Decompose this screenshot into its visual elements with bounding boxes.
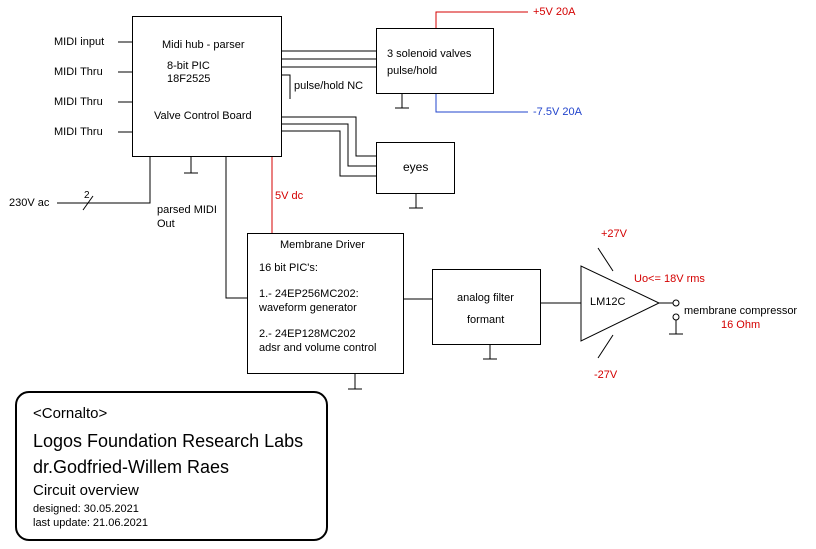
driver-item1-role: waveform generator	[259, 302, 357, 314]
wire-count-label: 2	[84, 190, 90, 201]
organization-name: Logos Foundation Research Labs	[33, 431, 304, 451]
power-input-wire	[57, 157, 151, 204]
driver-item1-part: 1.- 24EP256MC202:	[259, 288, 359, 300]
valves-line1: 3 solenoid valves	[387, 48, 472, 60]
compressor-label: membrane compressor	[684, 305, 798, 317]
title-block: <Cornalto> Logos Foundation Research Lab…	[15, 391, 328, 541]
last-update-date: last update: 21.06.2021	[33, 517, 148, 529]
negative-supply-wire	[435, 94, 528, 113]
membrane-driver-box: Membrane Driver 16 bit PIC's: 1.- 24EP25…	[247, 233, 404, 374]
analog-filter-box: analog filter formant	[432, 269, 541, 345]
hub-title: Midi hub - parser	[162, 39, 245, 51]
designed-date: designed: 30.05.2021	[33, 503, 139, 515]
negative-rail-label: -27V	[594, 369, 618, 381]
midi-thru-label-2: MIDI Thru	[54, 96, 103, 108]
midi-input-label: MIDI input	[54, 36, 105, 48]
compressor-impedance: 16 Ohm	[721, 319, 761, 331]
valves-line2: pulse/hold	[387, 65, 438, 77]
filter-line1: analog filter	[457, 292, 514, 304]
solenoid-valves-box: 3 solenoid valves pulse/hold	[376, 28, 494, 94]
driver-item2-part: 2.- 24EP128MC202	[259, 328, 356, 340]
power-input-label: 230V ac	[9, 197, 50, 209]
parsed-midi-line1: parsed MIDI	[157, 204, 217, 216]
5v-dc-label: 5V dc	[275, 190, 304, 202]
eyes-box: eyes	[376, 142, 455, 194]
amplifier-symbol	[580, 265, 661, 342]
positive-supply-label: +5V 20A	[533, 6, 576, 18]
author-name: dr.Godfried-Willem Raes	[33, 457, 230, 477]
document-title: Circuit overview	[33, 482, 139, 499]
output-terminal-positive	[672, 299, 680, 307]
pulse-hold-nc-label: pulse/hold NC	[294, 80, 364, 92]
project-name: <Cornalto>	[33, 405, 108, 422]
midi-thru-label-1: MIDI Thru	[54, 66, 103, 78]
amplifier-name: LM12C	[590, 296, 626, 308]
eyes-label: eyes	[403, 160, 429, 174]
hub-board-label: Valve Control Board	[154, 110, 252, 122]
midi-hub-box: Midi hub - parser 8-bit PIC 18F2525 Valv…	[132, 16, 282, 157]
membrane-driver-subtitle: 16 bit PIC's:	[259, 262, 318, 274]
hub-pic-line2: 18F2525	[167, 73, 211, 85]
driver-item2-role: adsr and volume control	[259, 342, 377, 354]
hub-pic-line1: 8-bit PIC	[167, 60, 210, 72]
parsed-midi-line2: Out	[157, 218, 175, 230]
positive-rail-label: +27V	[601, 228, 627, 240]
positive-supply-wire	[435, 11, 528, 28]
output-voltage-note: Uo<= 18V rms	[634, 273, 705, 285]
output-terminal-negative	[672, 313, 680, 321]
negative-supply-label: -7.5V 20A	[533, 106, 582, 118]
midi-thru-label-3: MIDI Thru	[54, 126, 103, 138]
wire-count-slash	[82, 195, 94, 211]
filter-line2: formant	[467, 314, 505, 326]
membrane-driver-title: Membrane Driver	[280, 239, 365, 251]
